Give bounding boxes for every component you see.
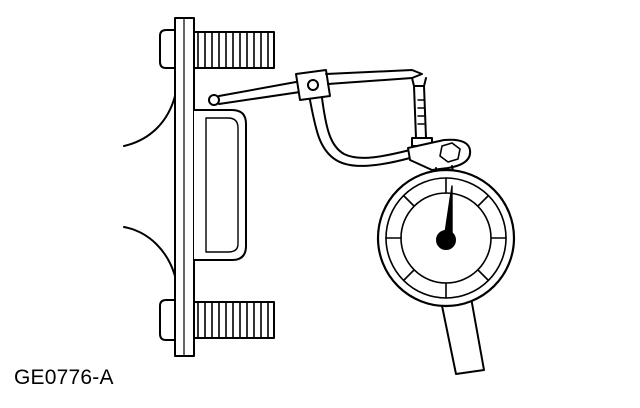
brake-pad (193, 109, 247, 261)
spindle (411, 77, 433, 147)
support-arm (309, 97, 411, 167)
hub-upper-arc (123, 95, 176, 147)
contact-point (208, 94, 220, 106)
figure-code-label: GE0776-A (14, 366, 114, 389)
upper-stud (159, 29, 275, 69)
lower-clamp (407, 138, 472, 171)
clamp-block (295, 69, 331, 101)
dial-hub (436, 230, 456, 250)
upper-rod (325, 69, 423, 85)
hub-lower-arc (123, 226, 176, 277)
dial-gauge (376, 168, 516, 375)
plunger-arm (218, 81, 301, 105)
